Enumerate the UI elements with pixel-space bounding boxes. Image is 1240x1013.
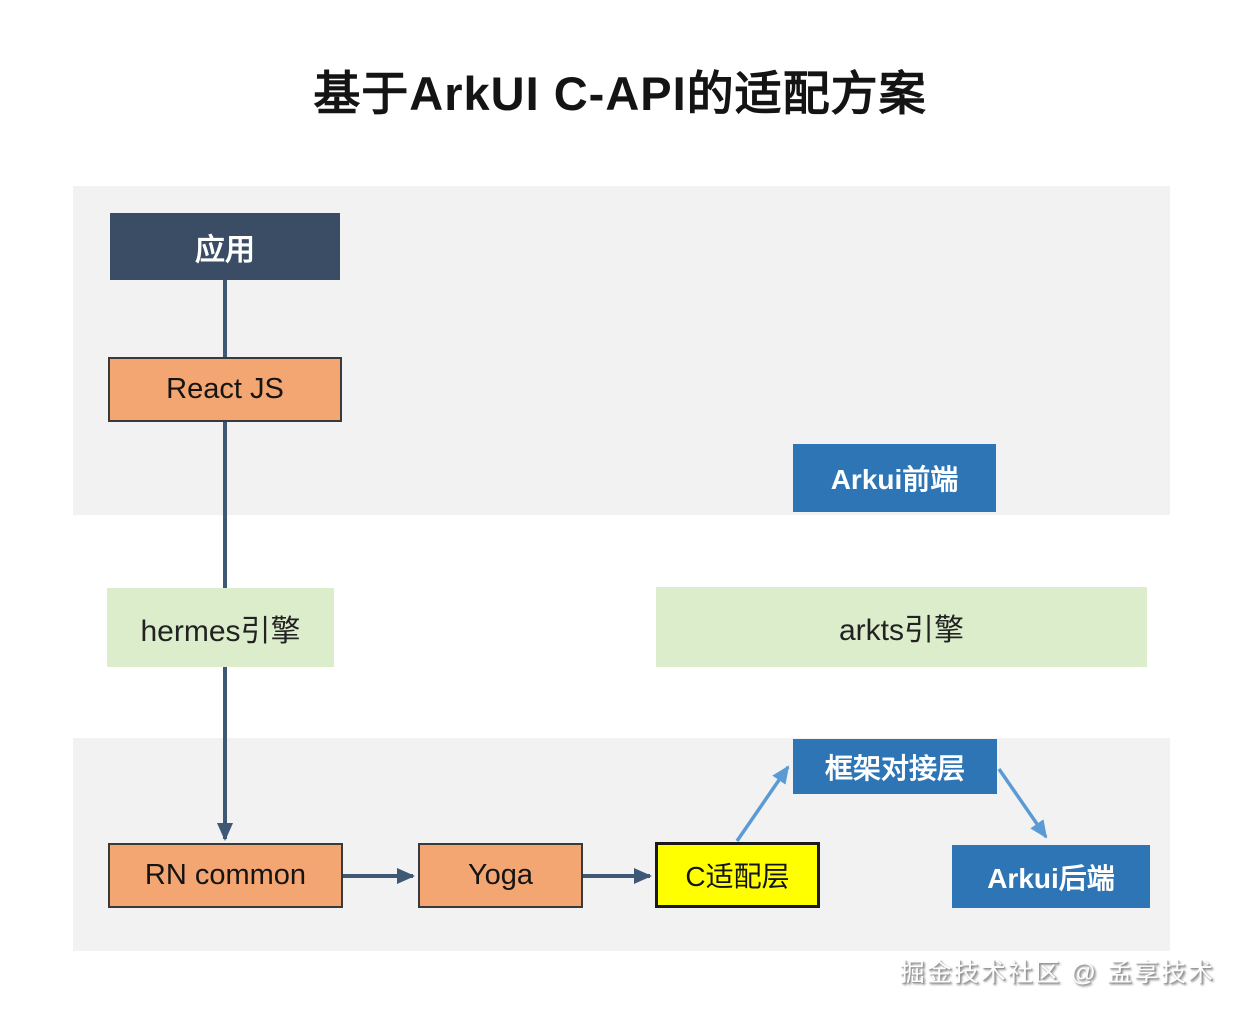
node-label: 框架对接层: [824, 752, 965, 784]
node-app: 应用: [110, 213, 340, 280]
node-label: RN common: [144, 859, 307, 891]
node-label: React JS: [166, 373, 284, 405]
page-title: 基于ArkUI C-API的适配方案: [313, 67, 927, 120]
node-yoga: Yoga: [418, 843, 583, 908]
node-arkui-backend: Arkui后端: [952, 845, 1150, 908]
node-label: hermes引擎: [140, 614, 301, 648]
node-label: arkts引擎: [838, 614, 964, 647]
node-c-adapter: C适配层: [655, 842, 820, 908]
node-label: Yoga: [467, 859, 534, 891]
node-hermes-engine: hermes引擎: [107, 588, 334, 667]
node-arkui-frontend: Arkui前端: [793, 444, 996, 512]
node-rn-common: RN common: [108, 843, 343, 908]
node-label: Arkui前端: [830, 464, 959, 495]
watermark: 掘金技术社区 @ 孟享技术: [899, 959, 1215, 987]
node-react-js: React JS: [108, 357, 342, 422]
node-label: 应用: [195, 233, 255, 267]
node-label: C适配层: [685, 861, 790, 892]
node-arkts-engine: arkts引擎: [656, 587, 1147, 667]
node-label: Arkui后端: [987, 862, 1115, 894]
node-framework-bridge: 框架对接层: [793, 739, 997, 794]
